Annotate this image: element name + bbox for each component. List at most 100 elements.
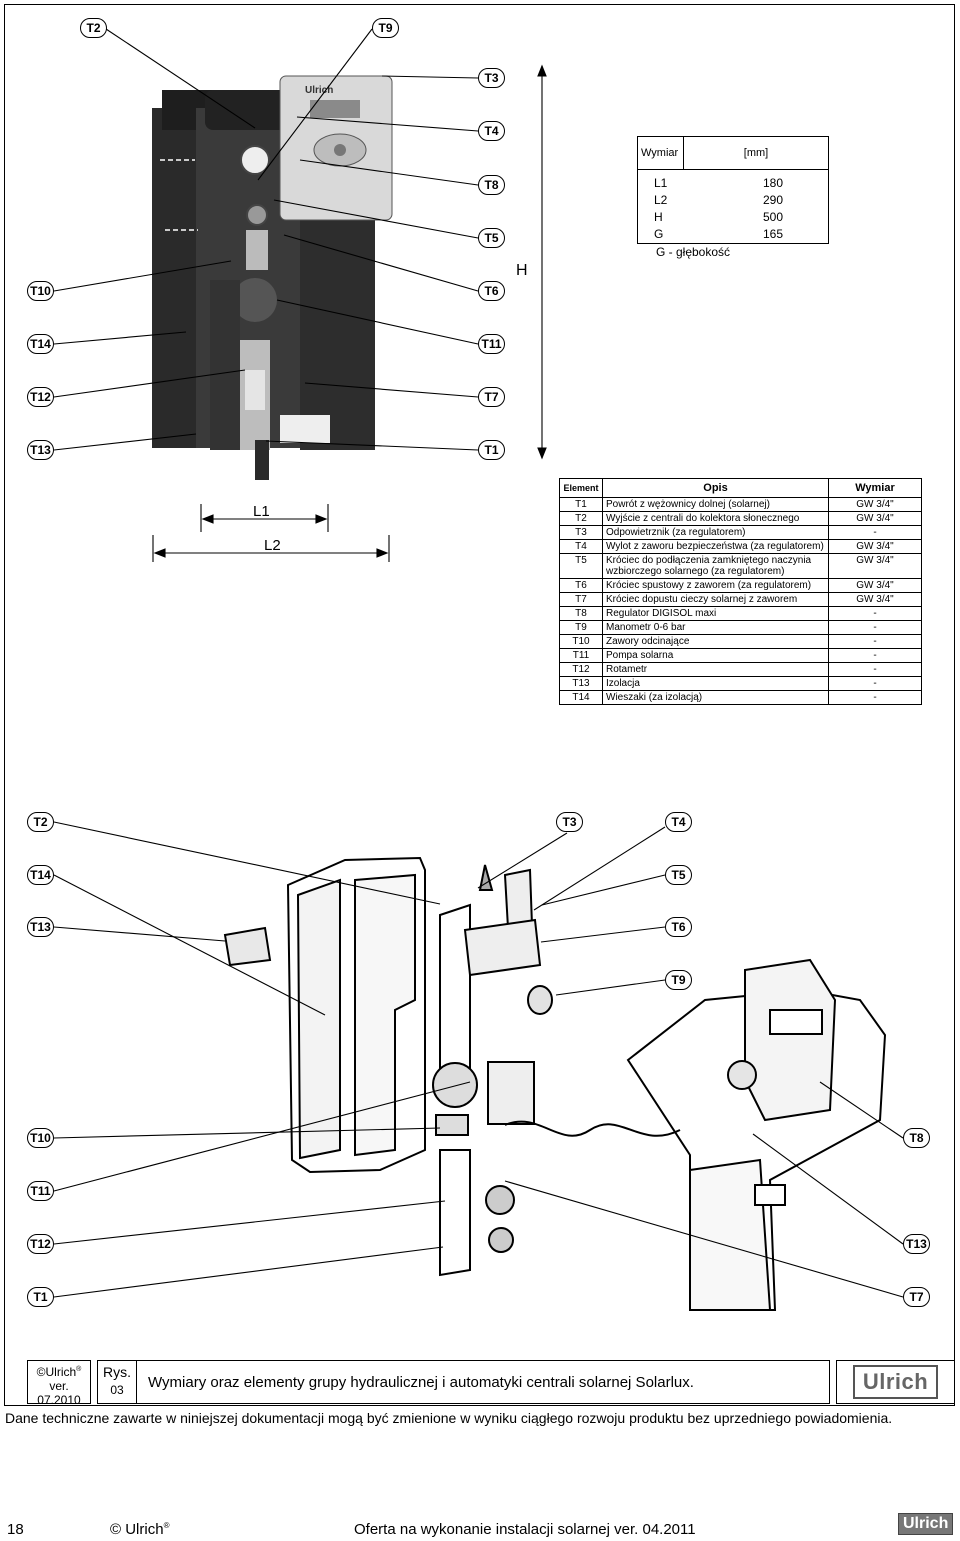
spec-element: T6 <box>559 578 603 593</box>
dimension-value: 500 <box>762 209 784 224</box>
spec-size: - <box>828 525 922 540</box>
spec-element: T5 <box>559 553 603 579</box>
dimension-row: L1 180 <box>638 174 828 191</box>
spec-description: Izolacja <box>602 676 829 691</box>
dimension-key: G <box>654 226 664 241</box>
footer-copyright-box: ©Ulrich® ver. 07.2010 <box>27 1360 91 1407</box>
tag-t13-top: T13 <box>27 440 54 460</box>
footer-ver-date: 07.2010 <box>37 1393 81 1407</box>
spec-size: GW 3/4" <box>828 539 922 554</box>
page-number: 18 <box>7 1521 24 1538</box>
tag-t11-bottom: T11 <box>27 1181 54 1201</box>
device-brand: Ulrich <box>305 85 333 96</box>
spec-description: Wyjście z centrali do kolektora słoneczn… <box>602 511 829 526</box>
tag-t12-top: T12 <box>27 387 54 407</box>
spec-size: GW 3/4" <box>828 578 922 593</box>
spec-header-wymiar: Wymiar <box>828 478 922 498</box>
dimension-value: 180 <box>762 175 784 190</box>
spec-size: GW 3/4" <box>828 497 922 512</box>
tag-t14-top: T14 <box>27 334 54 354</box>
spec-element: T1 <box>559 497 603 512</box>
footer-caption: Wymiary oraz elementy grupy hydrauliczne… <box>148 1373 694 1391</box>
page-footer-brand: © Ulrich® <box>110 1521 169 1538</box>
tag-t7-top: T7 <box>478 387 505 407</box>
dimension-note: G - głębokość <box>656 245 731 259</box>
spec-size: GW 3/4" <box>828 511 922 526</box>
footer-ver-label: ver. <box>49 1379 69 1393</box>
ulrich-logo: Ulrich <box>852 1365 939 1399</box>
tag-t5-bottom: T5 <box>665 865 692 885</box>
tag-t12-bottom: T12 <box>27 1234 54 1254</box>
spec-element: T12 <box>559 662 603 677</box>
spec-element: T11 <box>559 648 603 663</box>
spec-description: Zawory odcinające <box>602 634 829 649</box>
page-footer-reg-mark: ® <box>163 1521 170 1530</box>
spec-element: T9 <box>559 620 603 635</box>
tag-t13-bottom-right: T13 <box>903 1234 930 1254</box>
ulrich-logo-text: Ulrich <box>862 1369 929 1394</box>
tag-t6-top: T6 <box>478 281 505 301</box>
dimension-header-mm: [mm] <box>743 147 769 159</box>
page-footer-logo: Ulrich <box>898 1513 954 1535</box>
tag-t13-bottom-left: T13 <box>27 917 54 937</box>
spec-size: - <box>828 606 922 621</box>
dimension-key: L1 <box>654 175 668 190</box>
spec-description: Rotametr <box>602 662 829 677</box>
tag-t10-top: T10 <box>27 281 54 301</box>
spec-size: - <box>828 690 922 705</box>
spec-description: Powrót z wężownicy dolnej (solarnej) <box>602 497 829 512</box>
dimension-value: 165 <box>762 226 784 241</box>
tag-t9-top: T9 <box>372 18 399 38</box>
spec-description: Króciec spustowy z zaworem (za regulator… <box>602 578 829 593</box>
spec-header-row: Element Opis Wymiar <box>559 478 922 498</box>
spec-element: T4 <box>559 539 603 554</box>
dimension-h-label: H <box>516 262 528 279</box>
tag-t3-bottom: T3 <box>556 812 583 832</box>
tag-t14-bottom: T14 <box>27 865 54 885</box>
spec-description: Regulator DIGISOL maxi <box>602 606 829 621</box>
spec-element: T7 <box>559 592 603 607</box>
spec-description: Odpowietrznik (za regulatorem) <box>602 525 829 540</box>
footer-rys-label: Rys. <box>103 1364 131 1380</box>
dimension-row: H 500 <box>638 208 828 225</box>
page-footer-brand-text: © Ulrich <box>110 1521 164 1538</box>
tag-t1-top: T1 <box>478 440 505 460</box>
drawing-frame <box>4 4 955 1406</box>
tag-t6-bottom: T6 <box>665 917 692 937</box>
spec-element: T3 <box>559 525 603 540</box>
tag-t7-bottom: T7 <box>903 1287 930 1307</box>
dimension-key: H <box>654 209 663 224</box>
spec-description: Wylot z zaworu bezpieczeństwa (za regula… <box>602 539 829 554</box>
dimension-l1-label: L1 <box>253 503 270 520</box>
spec-size: - <box>828 648 922 663</box>
spec-size: GW 3/4" <box>828 592 922 607</box>
footer-caption-box: Wymiary oraz elementy grupy hydrauliczne… <box>137 1360 830 1404</box>
disclaimer: Dane techniczne zawarte w niniejszej dok… <box>5 1410 893 1426</box>
tag-t4-top: T4 <box>478 121 505 141</box>
spec-element: T13 <box>559 676 603 691</box>
spec-size: GW 3/4" <box>828 553 922 579</box>
dimension-header-wymiar: Wymiar <box>638 137 684 169</box>
tag-t9-bottom: T9 <box>665 970 692 990</box>
tag-t1-bottom: T1 <box>27 1287 54 1307</box>
dimension-key: L2 <box>654 192 668 207</box>
tag-t8-top: T8 <box>478 175 505 195</box>
page-footer-title: Oferta na wykonanie instalacji solarnej … <box>354 1521 696 1538</box>
spec-header-element: Element <box>559 478 603 498</box>
spec-size: - <box>828 634 922 649</box>
footer-rys-box: Rys. 03 <box>97 1360 137 1404</box>
tag-t11-top: T11 <box>478 334 505 354</box>
